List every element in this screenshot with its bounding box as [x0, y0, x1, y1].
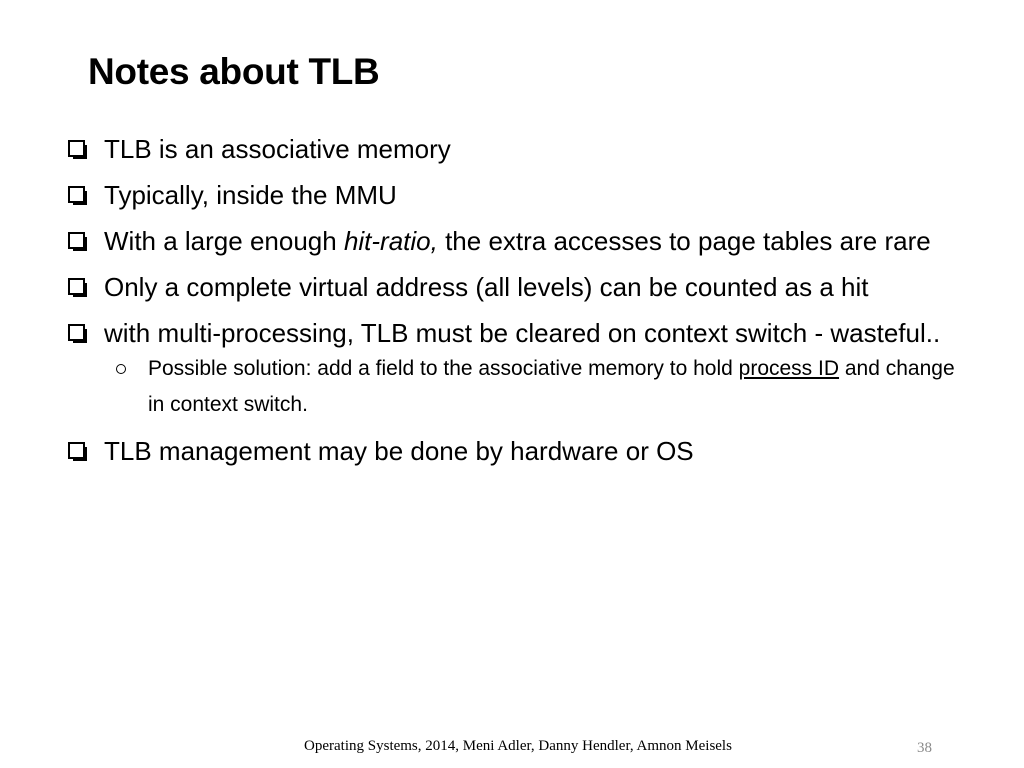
bullet-item: Only a complete virtual address (all lev… — [64, 269, 964, 305]
sub-bullet-text-pre: Possible solution: add a field to the as… — [148, 357, 739, 380]
sub-bullet-list: Possible solution: add a field to the as… — [64, 351, 964, 423]
sub-bullet-text-underlined: process ID — [738, 357, 840, 380]
sub-bullet-item: Possible solution: add a field to the as… — [104, 351, 964, 423]
bullet-text: Only a complete virtual address (all lev… — [104, 272, 869, 302]
bullet-item: With a large enough hit-ratio, the extra… — [64, 223, 964, 259]
checkbox-bullet-icon — [68, 278, 87, 297]
bullet-item: with multi-processing, TLB must be clear… — [64, 315, 964, 351]
bullet-list: TLB is an associative memory Typically, … — [64, 131, 964, 479]
slide-title: Notes about TLB — [88, 51, 380, 92]
bullet-text: TLB management may be done by hardware o… — [104, 436, 694, 466]
bullet-text-post: the extra accesses to page tables are ra… — [437, 226, 931, 256]
bullet-text-pre: With a large enough — [104, 226, 344, 256]
bullet-text: Typically, inside the MMU — [104, 180, 397, 210]
bullet-item: Typically, inside the MMU — [64, 177, 964, 213]
checkbox-bullet-icon — [68, 324, 87, 343]
bullet-item: TLB is an associative memory — [64, 131, 964, 167]
checkbox-bullet-icon — [68, 186, 87, 205]
checkbox-bullet-icon — [68, 442, 87, 461]
sub-bullet-text-post: and change in context switch. — [148, 357, 955, 416]
bullet-text: TLB is an associative memory — [104, 134, 451, 164]
circle-bullet-icon — [116, 364, 126, 374]
bullet-text: with multi-processing, TLB must be clear… — [104, 318, 941, 348]
page-number: 38 — [917, 740, 932, 756]
footer-text: Operating Systems, 2014, Meni Adler, Dan… — [304, 738, 732, 754]
checkbox-bullet-icon — [68, 140, 87, 159]
bullet-text-emphasis: hit-ratio, — [343, 226, 438, 256]
bullet-item: TLB management may be done by hardware o… — [64, 433, 964, 469]
checkbox-bullet-icon — [68, 232, 87, 251]
